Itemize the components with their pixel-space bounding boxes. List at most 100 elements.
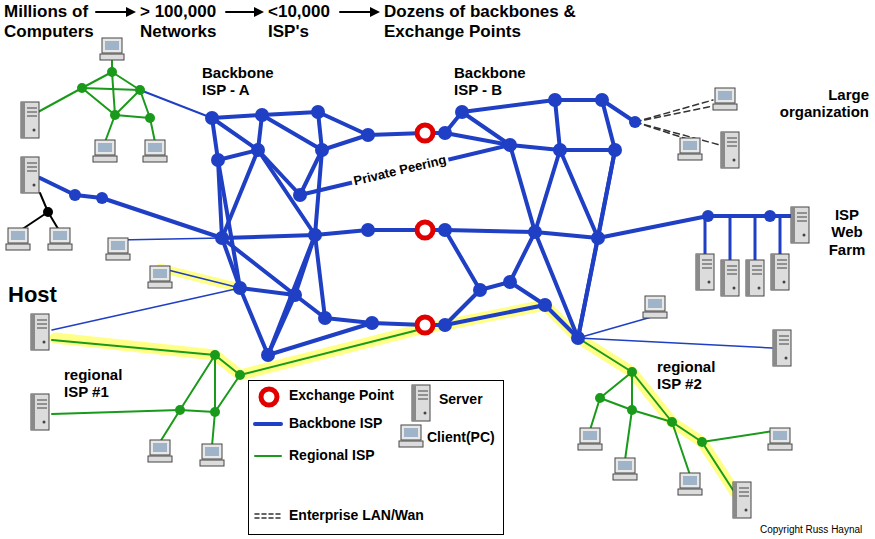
server-drive [27,167,37,168]
backbone-link [315,230,368,235]
pc-monitor [645,296,665,311]
backbone-link [258,150,315,235]
server-icon [412,385,430,421]
client-pc-icon [106,238,130,260]
legend-line-sample [255,422,281,426]
backbone-link [462,100,555,112]
server-drive [739,496,749,497]
backbone-link [240,288,295,295]
backbone-router [538,298,552,312]
regional-link [82,88,140,90]
regional-router [595,393,605,403]
server-drive [27,108,37,109]
backbone-link [212,118,258,150]
backbone-link [510,145,560,150]
pc-base [713,104,737,110]
pc-screen [618,461,632,470]
backbone-label: Backbone ISP - B [452,64,538,99]
regional-link [578,338,632,372]
backbone-link [555,98,602,102]
server-drive [37,400,47,401]
server-case [696,254,714,290]
legend-line-sample [255,455,281,457]
backbone-link [555,100,560,150]
pc-screen [153,269,167,278]
backbone-link [262,115,322,150]
client-pc-icon [713,88,737,110]
legend-box: Exchange PointServerBackbone ISPClient(P… [248,380,504,535]
backbone-router [261,348,275,362]
backbone-router [96,192,108,204]
pc-base [678,489,702,495]
pc-base [48,244,72,250]
server-drive [27,163,37,164]
pc-base [678,154,702,160]
server-side [733,482,737,518]
backbone-link [445,230,480,290]
pc-screen [773,431,787,440]
exchange-point [261,389,277,405]
server-case [773,330,791,366]
server-light [733,159,736,162]
regional-link [160,410,180,442]
server-light [43,421,46,424]
backbone-label: Backbone ISP - A [200,64,286,99]
server-side [791,207,795,243]
server-light [785,357,788,360]
exchange-point [417,222,433,238]
access-link [118,238,222,240]
pc-base [148,282,172,288]
regional-link [214,355,216,412]
flow-step: Dozens of backbones & Exchange Points [384,2,634,41]
server-icon [31,314,49,350]
backbone-router [595,93,609,107]
pc-monitor [150,266,170,281]
pc-monitor [102,38,122,53]
pc-monitor [145,140,165,155]
pc-monitor [715,88,735,103]
backbone-link [212,115,262,118]
client-pc-icon [148,440,172,462]
pc-monitor [401,425,421,440]
backbone-router [318,311,332,325]
regional-router [110,110,120,120]
pc-base [148,456,172,462]
pc-screen [718,91,732,100]
regional-router [210,350,220,360]
regional-link [115,115,150,118]
client-pc-icon [143,140,167,162]
server-drive [418,399,428,400]
server-light [33,129,36,132]
backbone-router [455,105,469,119]
server-case [31,394,49,430]
server-light [424,412,427,415]
backbone-router [255,108,269,122]
flow-step: > 100,000 Networks [140,2,230,41]
regional-link [38,88,82,112]
pc-base [578,444,602,450]
server-drive [418,391,428,392]
server-case [733,482,751,518]
regional-label: regional ISP #2 [655,358,737,393]
backbone-router [205,111,219,125]
regional-link [702,442,733,490]
backbone-link [218,160,240,288]
flow-arrow-head [126,7,136,17]
regional-link [82,72,112,88]
server-side [696,254,700,290]
pc-base [200,460,224,466]
client-pc-icon [48,228,72,250]
peering-label: Private Peering [350,152,449,189]
backbone-link [510,145,535,232]
enterprise-link [635,122,720,145]
regional-link [240,330,418,375]
backbone-link [510,232,535,282]
flow-arrow-head [370,7,380,17]
backbone-link [300,150,322,195]
server-light [43,341,46,344]
pc-base [106,254,130,260]
pc-base [768,444,792,450]
pc-screen [583,431,597,440]
server-light [758,287,761,290]
regional-router [697,437,707,447]
